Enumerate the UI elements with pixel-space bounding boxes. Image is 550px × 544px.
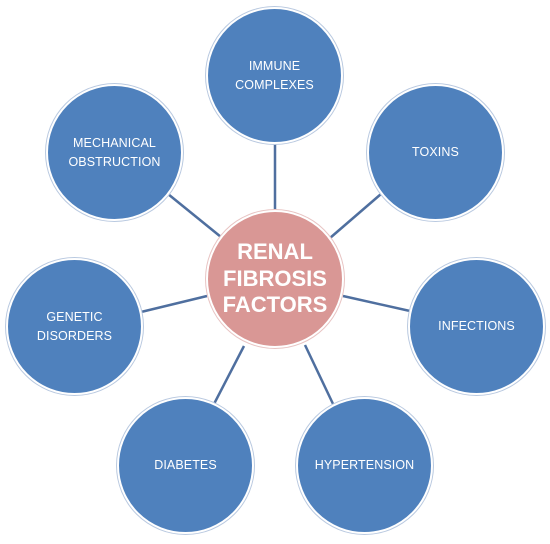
node-diabetes-label: DIABETES — [126, 456, 246, 474]
label-line: DISORDERS — [36, 328, 113, 343]
center-label-line: FIBROSIS — [223, 265, 327, 291]
node-toxins: TOXINS — [367, 84, 504, 221]
node-toxins-label: TOXINS — [376, 143, 496, 161]
label-line: OBSTRUCTION — [68, 154, 161, 169]
label-line: TOXINS — [412, 145, 459, 160]
label-line: DIABETES — [154, 458, 217, 473]
label-line: GENETIC — [46, 310, 103, 325]
label-line: HYPERTENSION — [314, 458, 415, 473]
label-line: INFECTIONS — [438, 319, 515, 334]
node-hypertension-label: HYPERTENSION — [305, 456, 425, 474]
center-node-label: RENAL FIBROSIS FACTORS — [210, 239, 340, 319]
node-infections-label: INFECTIONS — [417, 317, 537, 335]
node-genetic-disorders-label: GENETIC DISORDERS — [15, 308, 135, 344]
node-mechanical-obstruction: MECHANICAL OBSTRUCTION — [46, 84, 183, 221]
node-diabetes: DIABETES — [117, 397, 254, 534]
node-mechanical-obstruction-label: MECHANICAL OBSTRUCTION — [55, 134, 175, 170]
node-hypertension: HYPERTENSION — [296, 397, 433, 534]
node-immune-complexes: IMMUNE COMPLEXES — [206, 7, 343, 144]
connector-hypertension — [303, 344, 336, 407]
center-label-line: RENAL — [237, 238, 313, 264]
node-genetic-disorders: GENETIC DISORDERS — [6, 258, 143, 395]
connector-diabetes — [212, 345, 246, 405]
label-line: IMMUNE — [248, 59, 301, 74]
label-line: MECHANICAL — [73, 136, 156, 151]
node-immune-complexes-label: IMMUNE COMPLEXES — [215, 57, 335, 93]
connector-infections — [342, 294, 411, 313]
node-infections: INFECTIONS — [408, 258, 545, 395]
connector-genetic-disorders — [140, 294, 208, 314]
label-line: COMPLEXES — [235, 77, 314, 92]
connector-mechanical-obstruction — [167, 193, 222, 238]
connector-toxins — [329, 193, 382, 239]
center-node: RENAL FIBROSIS FACTORS — [206, 210, 344, 348]
center-label-line: FACTORS — [222, 292, 328, 318]
